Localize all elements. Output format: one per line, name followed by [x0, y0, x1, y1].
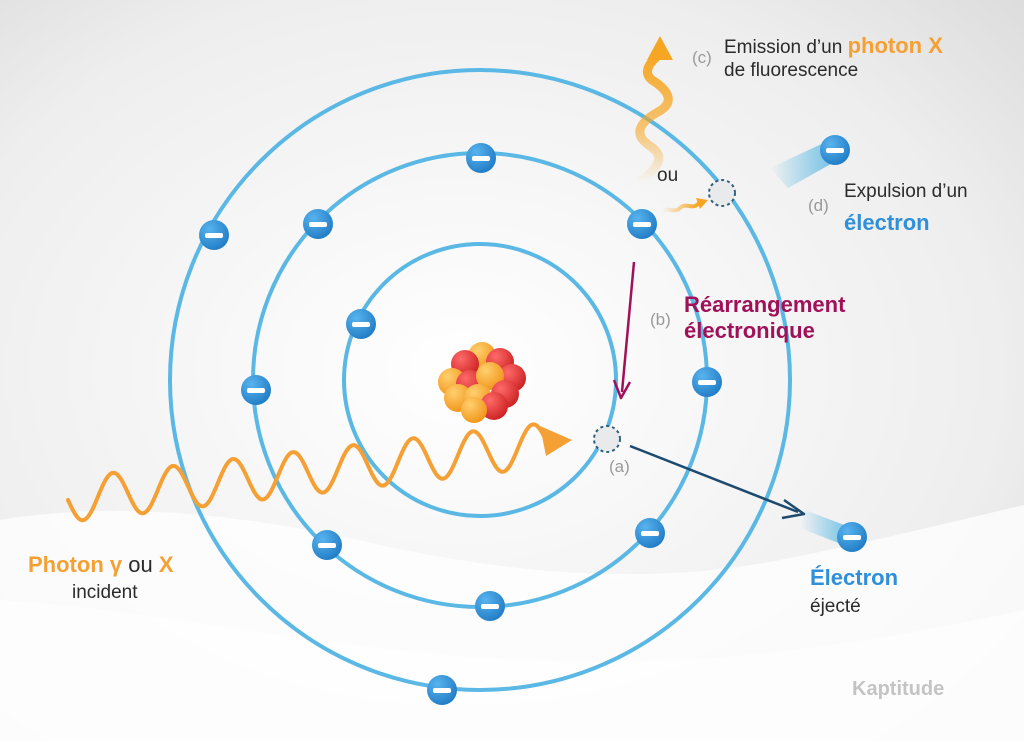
rearrangement-subtitle: électronique — [684, 318, 815, 343]
vacancy-inner-shell — [593, 425, 621, 453]
step-d-tag: (d) — [808, 196, 829, 215]
step-b-tag: (b) — [650, 310, 671, 329]
rearrangement-arrow-head — [612, 379, 632, 400]
ejection-arrow-head — [781, 498, 806, 520]
orbit-outer — [168, 68, 792, 692]
electron-middle-3 — [627, 209, 657, 239]
ejected-electron-subtitle: éjecté — [810, 596, 861, 617]
incident-or: ou — [128, 552, 153, 577]
step-a-tag: (a) — [609, 457, 630, 476]
electron-inner-1 — [346, 309, 376, 339]
electron-middle-5 — [241, 375, 271, 405]
incident-photon-arrowhead — [540, 426, 572, 456]
fluorescence-prefix: Emission d’un — [724, 37, 843, 58]
incident-x: X — [158, 552, 174, 577]
electron-outer-2 — [427, 675, 457, 705]
fluorescence-subtitle: de fluorescence — [724, 60, 859, 81]
fluorescence-photon-wave — [635, 49, 673, 187]
incident-photon-label: Photon γ ou X — [28, 552, 174, 577]
kaptitude-watermark: Kaptitude — [852, 678, 945, 700]
fluorescence-title: Emission d’un photon X — [724, 33, 943, 59]
ejected-electron-title: Électron — [810, 565, 899, 590]
auger-title: Expulsion d’un — [844, 181, 968, 202]
orbit-inner — [342, 242, 618, 518]
rearrangement-title: Réarrangement — [684, 292, 846, 317]
or-label: ou — [657, 165, 679, 186]
small-photon-wave — [660, 202, 700, 214]
electron-middle-4 — [692, 367, 722, 397]
ejected-electron — [837, 522, 867, 552]
auger-electron — [820, 135, 850, 165]
small-photon-arrowhead — [696, 198, 708, 209]
auger-subtitle: électron — [844, 210, 930, 235]
step-c-tag: (c) — [692, 48, 712, 67]
electron-middle-8 — [475, 591, 505, 621]
electron-middle-1 — [466, 143, 496, 173]
fluorescence-photon-arrowhead — [647, 36, 673, 60]
incident-photon-name: Photon γ — [28, 552, 123, 577]
electron-middle-6 — [635, 518, 665, 548]
ejection-arrow-line — [629, 444, 799, 514]
incident-photon-wave — [66, 422, 546, 523]
background-wave-lower — [0, 600, 1024, 741]
electron-middle-7 — [312, 530, 342, 560]
nucleus — [438, 342, 526, 423]
electron-middle-2 — [303, 209, 333, 239]
incident-subtitle: incident — [72, 582, 138, 603]
fluorescence-highlight: photon X — [847, 33, 943, 58]
electron-outer-1 — [199, 220, 229, 250]
vacancy-outer-shell — [708, 179, 736, 207]
rearrangement-arrow-line — [620, 261, 636, 393]
